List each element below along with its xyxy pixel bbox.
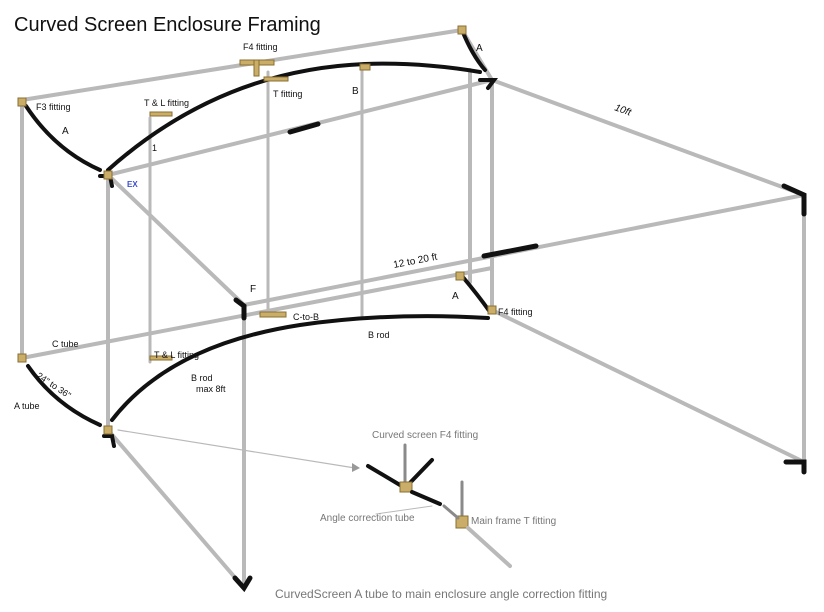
c-to-b-fitting	[259, 311, 287, 318]
front-diagonal-rail	[106, 173, 246, 307]
label-one: 1	[152, 143, 157, 153]
bottom-right-rail	[490, 308, 806, 464]
detail-main-rail	[466, 526, 512, 568]
curved-a-tube-top	[24, 104, 102, 172]
curved-a-tube-bottom	[26, 364, 102, 427]
t-and-l-fitting-bottom	[149, 355, 173, 361]
label-main-frame-t: Main frame T fitting	[471, 516, 556, 527]
label-t-fitting: T fitting	[273, 89, 302, 99]
detail-pointer-arrowhead	[352, 463, 360, 472]
t-fitting-top	[263, 76, 289, 82]
curved-top-arc-right	[363, 61, 482, 74]
curved-bottom-arc	[110, 314, 490, 422]
label-b-top: B	[352, 86, 359, 97]
page-title: Curved Screen Enclosure Framing	[14, 14, 321, 36]
label-max-8ft: max 8ft	[196, 384, 226, 394]
angle-tube-pointer	[375, 505, 433, 515]
label-curved-screen-f4: Curved screen F4 fitting	[372, 430, 478, 441]
label-c-tube: C tube	[52, 339, 79, 349]
label-10ft: 10ft	[613, 102, 634, 118]
corner-arrow-f	[233, 297, 247, 321]
highlight-segment-mid	[481, 243, 539, 259]
curved-a-bottom-right	[460, 274, 492, 314]
label-f4-fitting-right: F4 fitting	[498, 307, 533, 317]
detail-left-tube	[366, 464, 407, 490]
corner-arrow-left-bottom	[102, 434, 116, 448]
top-right-rail	[490, 78, 806, 197]
t-and-l-fitting-top	[149, 111, 173, 117]
highlight-segment-top	[287, 121, 321, 135]
f4-fitting-right-marker	[487, 305, 497, 315]
bottom-front-rail	[106, 428, 246, 590]
f3-fitting-marker	[17, 97, 27, 107]
label-angle-correction-tube: Angle correction tube	[320, 513, 415, 524]
corner-arrow-bottom-front	[232, 575, 253, 593]
label-f4-fitting-top: F4 fitting	[243, 42, 278, 52]
label-a-tube: A tube	[14, 401, 40, 411]
label-t-and-l-fitting-bottom: T & L fitting	[154, 350, 199, 360]
label-f-marker: F	[250, 284, 256, 295]
c-tube-rail	[20, 266, 494, 360]
detail-angle-tube	[410, 490, 442, 506]
curved-top-arc	[106, 62, 367, 172]
detail-f4-fitting	[399, 481, 413, 493]
label-b-rod-max: B rod	[191, 373, 213, 383]
label-a-top-right: A	[476, 43, 483, 54]
label-t-and-l-fitting-top: T & L fitting	[144, 98, 189, 108]
label-b-rod: B rod	[368, 330, 390, 340]
corner-arrow-top-mid	[478, 78, 498, 90]
main-frame-rods	[20, 28, 806, 590]
label-ex: EX	[127, 180, 138, 189]
corner-arrow-bottom-right	[783, 459, 807, 475]
figure-caption: CurvedScreen A tube to main enclosure an…	[275, 587, 607, 601]
detail-inset	[352, 443, 512, 568]
label-a-left: A	[62, 126, 69, 137]
label-a-right: A	[452, 291, 459, 302]
corner-arrow-top-right	[781, 183, 807, 217]
curved-screen-tubes	[24, 28, 807, 593]
label-f3-fitting: F3 fitting	[36, 102, 71, 112]
fittings	[17, 25, 497, 435]
detail-pointer	[117, 429, 356, 469]
label-c-to-b: C-to-B	[293, 312, 319, 322]
